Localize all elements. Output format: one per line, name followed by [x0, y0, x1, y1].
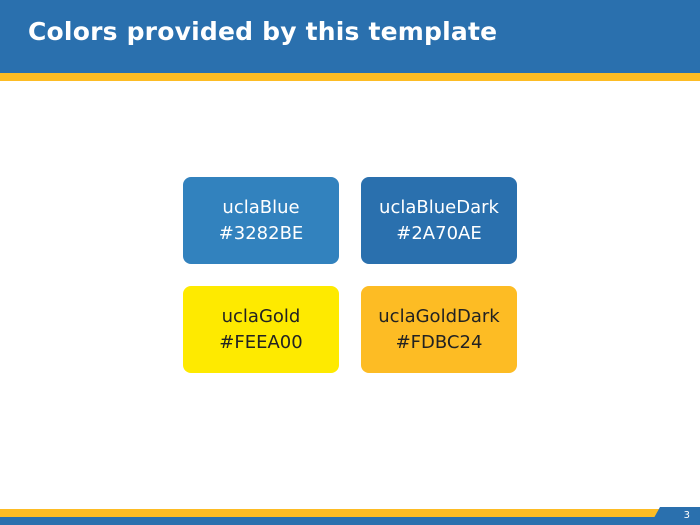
- swatch-name: uclaBlueDark: [379, 196, 499, 218]
- title-gold-rule: [0, 73, 700, 81]
- swatch-ucla-gold-dark: uclaGoldDark #FDBC24: [361, 286, 517, 373]
- swatch-hex: #3282BE: [218, 222, 304, 244]
- page-number-tab: [650, 507, 700, 525]
- swatch-hex: #2A70AE: [396, 222, 482, 244]
- swatch-name: uclaGoldDark: [378, 305, 500, 327]
- swatch-ucla-gold: uclaGold #FEEA00: [183, 286, 339, 373]
- footer-gold-rule: [0, 509, 700, 517]
- swatch-ucla-blue: uclaBlue #3282BE: [183, 177, 339, 264]
- swatch-name: uclaGold: [221, 305, 301, 327]
- footer-blue-rule: [0, 517, 700, 525]
- swatch-hex: #FEEA00: [219, 331, 303, 353]
- swatch-name: uclaBlue: [222, 196, 300, 218]
- swatch-ucla-blue-dark: uclaBlueDark #2A70AE: [361, 177, 517, 264]
- swatch-hex: #FDBC24: [395, 331, 483, 353]
- slide-title: Colors provided by this template: [28, 17, 498, 46]
- title-bar: Colors provided by this template: [0, 0, 700, 73]
- page-number: 3: [683, 510, 690, 521]
